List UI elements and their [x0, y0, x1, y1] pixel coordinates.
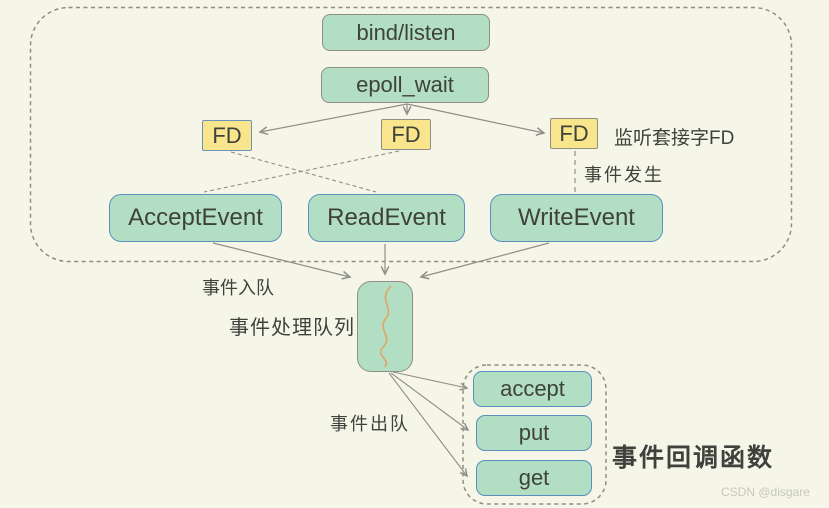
- arrow-queue-to-put: [390, 372, 468, 430]
- node-read-event: ReadEvent: [308, 194, 465, 242]
- label-event-dequeue: 事件出队: [330, 414, 410, 434]
- node-event-queue: [357, 281, 413, 372]
- label-event-callbacks: 事件回调函数: [612, 444, 775, 472]
- node-fd-right: FD: [550, 118, 598, 149]
- label-event-enqueue: 事件入队: [202, 278, 274, 298]
- node-bind-listen: bind/listen: [322, 14, 490, 51]
- label-listen-socket-fd: 监听套接字FD: [614, 128, 735, 149]
- label-event-queue-name: 事件处理队列: [229, 317, 355, 339]
- node-write-event: WriteEvent: [490, 194, 663, 242]
- arrow-queue-to-accept: [392, 371, 467, 388]
- arrow-epollwait-to-fd-left: [260, 103, 408, 132]
- node-cb-accept: accept: [473, 371, 592, 407]
- arrow-epollwait-to-fd-right: [406, 103, 544, 133]
- node-epoll-wait: epoll_wait: [321, 67, 489, 103]
- label-event-happen: 事件发生: [584, 165, 664, 185]
- arrow-writeevent-to-queue: [421, 242, 550, 277]
- csdn-watermark: CSDN @disgare: [721, 485, 810, 499]
- arrow-acceptevent-to-queue: [212, 242, 350, 277]
- event-loop-dashed-boundary: [29, 6, 793, 263]
- node-cb-get: get: [476, 460, 592, 496]
- node-accept-event: AcceptEvent: [109, 194, 282, 242]
- dashed-fd-left-to-readevent: [230, 151, 377, 193]
- node-cb-put: put: [476, 415, 592, 451]
- queue-squiggle-icon: [380, 285, 392, 368]
- dashed-fd-mid-to-acceptevent: [203, 150, 400, 193]
- arrow-queue-to-get: [388, 372, 467, 476]
- node-fd-mid: FD: [381, 119, 431, 150]
- node-fd-left: FD: [202, 120, 252, 151]
- callback-group-dashed-boundary: [462, 364, 607, 505]
